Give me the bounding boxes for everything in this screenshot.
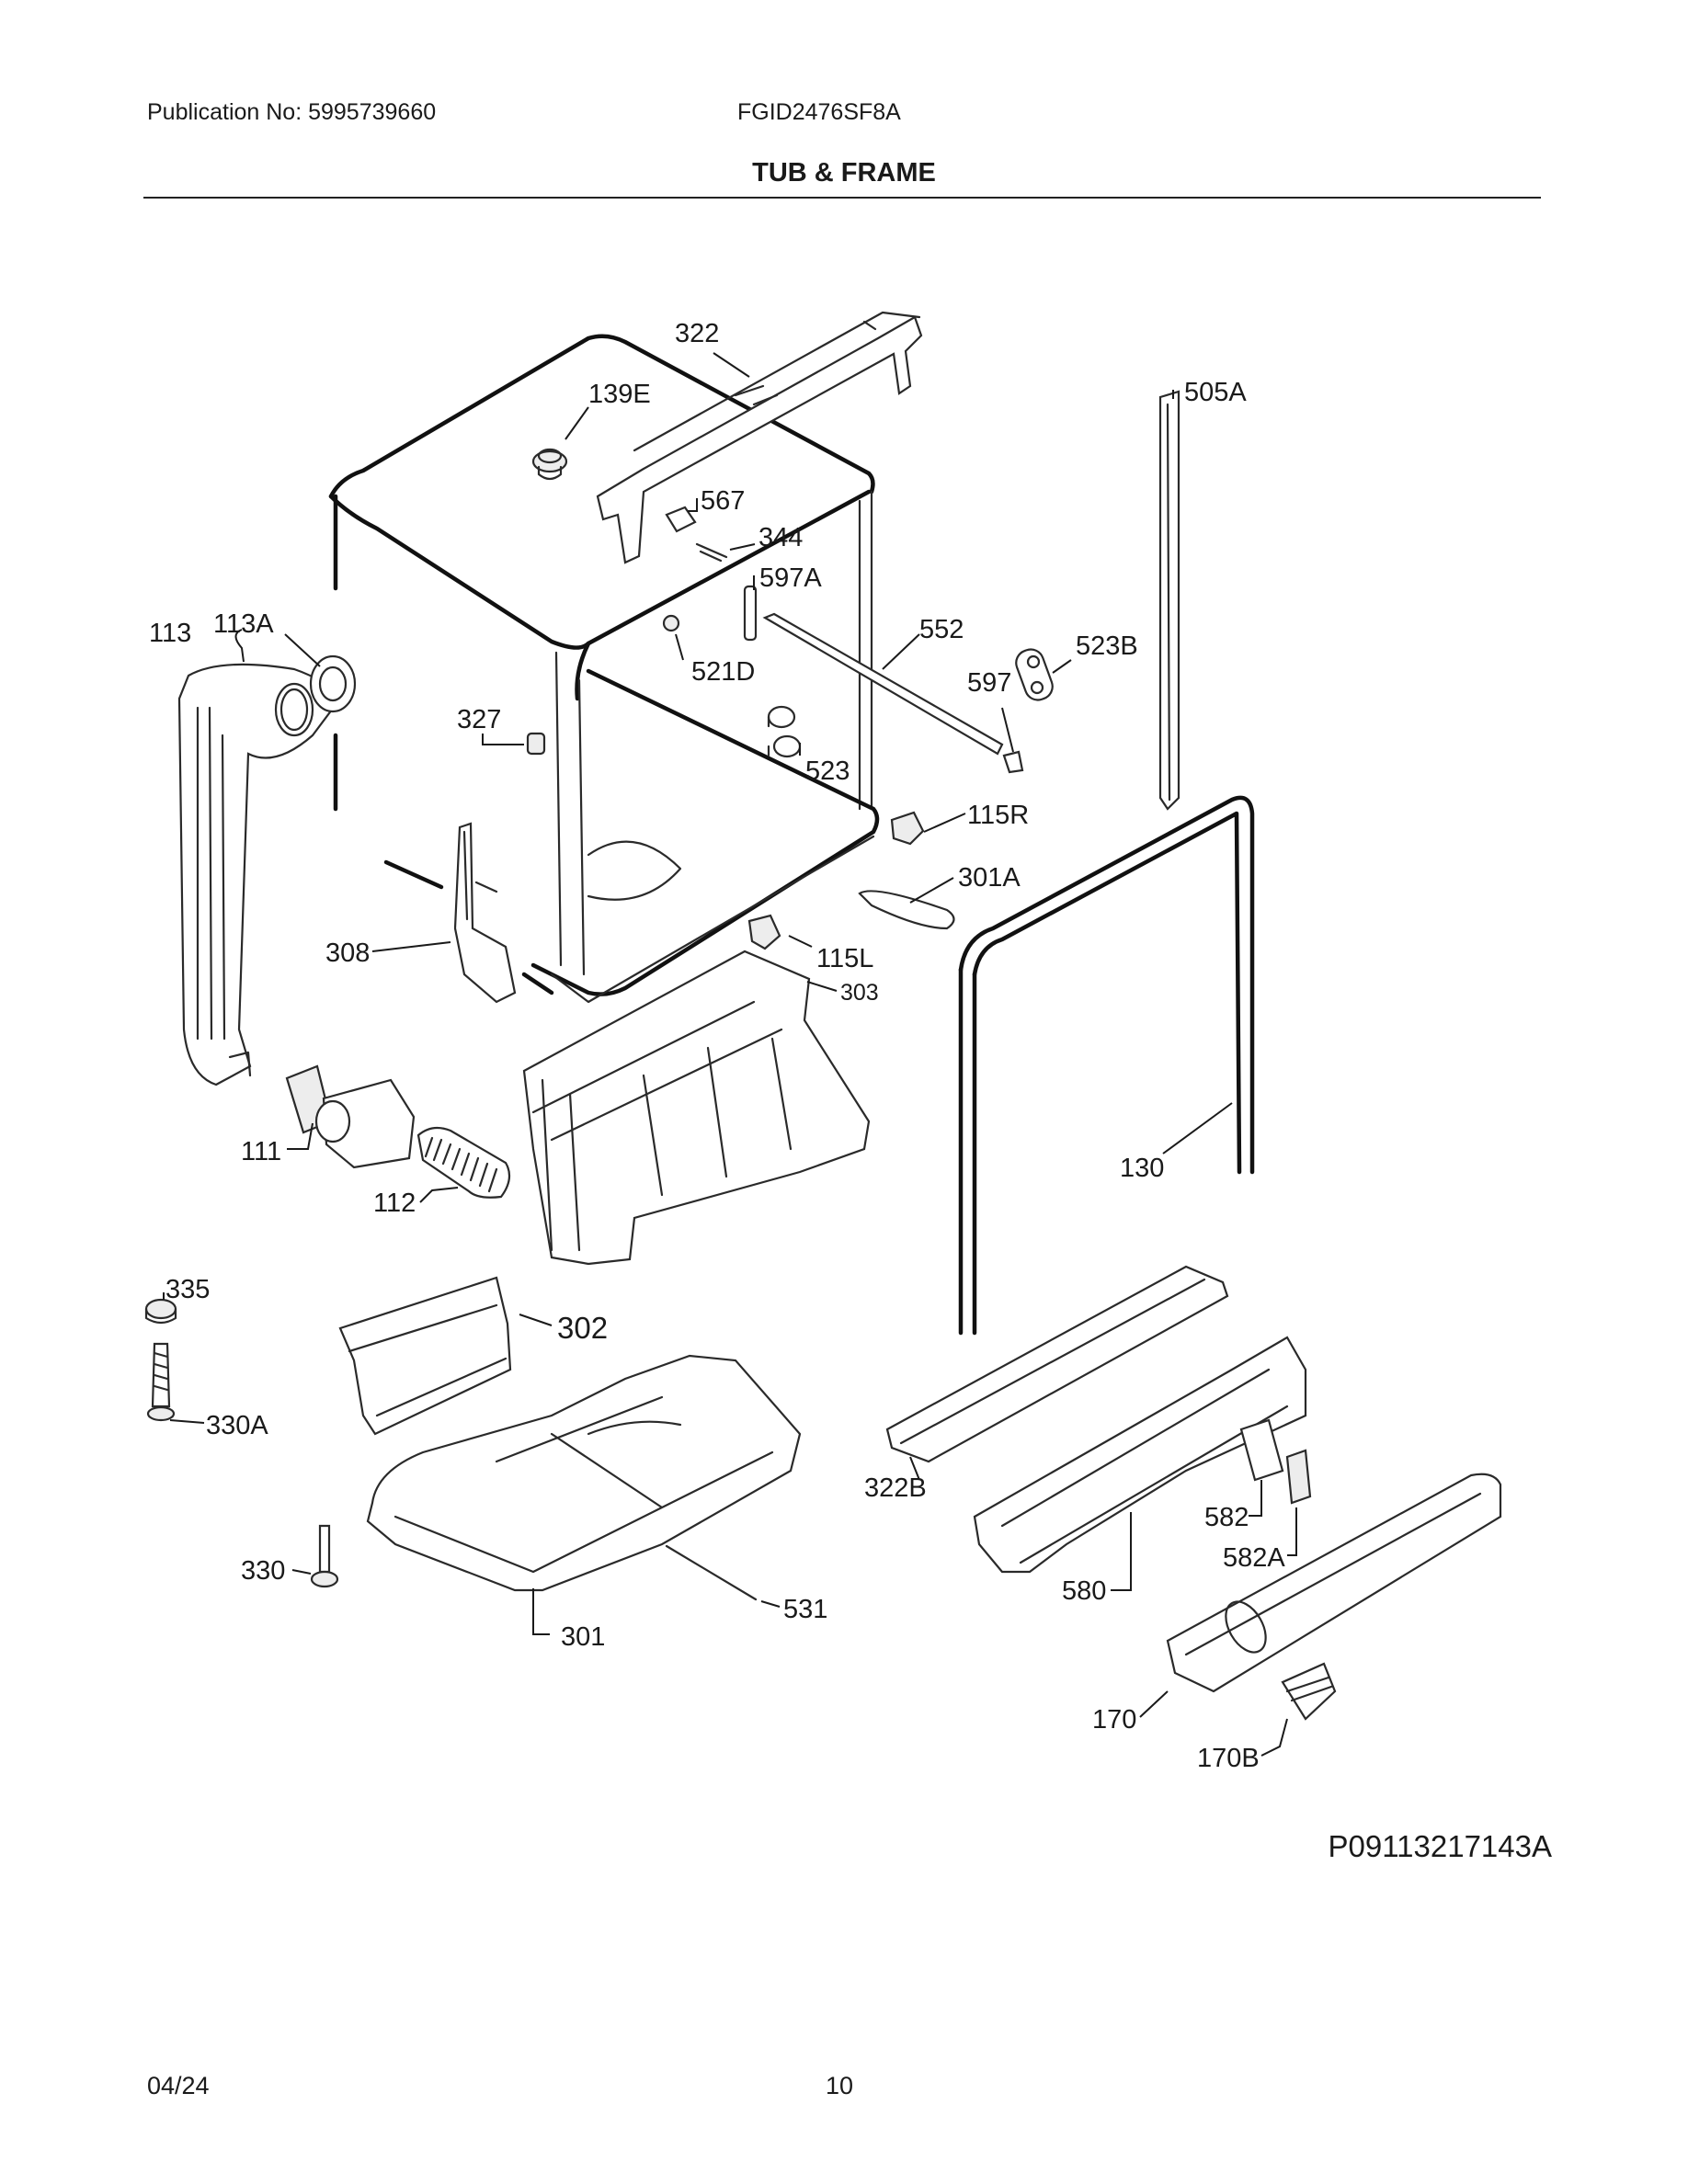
part-597A [743, 585, 758, 642]
part-327 [526, 732, 546, 756]
part-330 [310, 1524, 339, 1588]
title-divider [143, 197, 1541, 199]
callout-567: 567 [701, 486, 745, 516]
callout-139E: 139E [588, 380, 651, 409]
part-139E [531, 448, 568, 481]
callout-301: 301 [561, 1622, 605, 1652]
callout-308: 308 [325, 938, 370, 968]
part-582 [1239, 1418, 1284, 1482]
part-344 [695, 542, 728, 563]
part-523B [1015, 648, 1054, 701]
part-111 [285, 1064, 416, 1169]
callout-170: 170 [1092, 1705, 1136, 1735]
callout-322: 322 [675, 319, 719, 348]
part-521D [662, 614, 680, 632]
figure-id: P09113217143A [1328, 1829, 1552, 1863]
part-302 [338, 1276, 512, 1436]
callout-344: 344 [758, 523, 803, 552]
callout-115R: 115R [967, 801, 1029, 830]
callout-335: 335 [165, 1275, 210, 1304]
callout-303: 303 [840, 980, 879, 1006]
callout-597A: 597A [759, 563, 822, 593]
part-301A [858, 890, 955, 930]
part-597 [1002, 750, 1024, 774]
model-number: FGID2476SF8A [737, 99, 901, 125]
callout-112: 112 [373, 1189, 416, 1218]
callout-330A: 330A [206, 1411, 268, 1440]
publication-number: Publication No: 5995739660 [147, 99, 437, 125]
part-567 [665, 506, 697, 533]
callout-301A: 301A [958, 863, 1021, 893]
part-505A [1158, 390, 1180, 811]
callout-113A: 113A [213, 609, 274, 639]
callout-322B: 322B [864, 1473, 927, 1503]
part-582A [1285, 1449, 1312, 1505]
callout-582A: 582A [1223, 1543, 1285, 1573]
part-130-gasket [958, 795, 1255, 1336]
callout-523: 523 [805, 756, 850, 786]
top-frame-rail [596, 311, 923, 564]
part-112 [416, 1126, 511, 1199]
footer-date: 04/24 [147, 2072, 210, 2099]
callout-113: 113 [149, 619, 191, 648]
callout-552: 552 [919, 615, 964, 644]
part-170B [1281, 1662, 1337, 1721]
callout-115L: 115L [816, 944, 873, 973]
page-title: TUB & FRAME [752, 158, 936, 188]
part-552 [762, 612, 1004, 756]
callout-327: 327 [457, 705, 501, 734]
page-number: 10 [826, 2072, 854, 2099]
callout-523B: 523B [1076, 631, 1138, 661]
callout-521D: 521D [691, 657, 755, 687]
part-301 [366, 1354, 802, 1592]
callout-111: 111 [241, 1137, 281, 1166]
callout-330: 330 [241, 1556, 285, 1586]
callout-582: 582 [1204, 1503, 1249, 1532]
part-113A [274, 654, 357, 737]
callout-531: 531 [783, 1595, 827, 1624]
part-335 [144, 1298, 177, 1325]
callout-597: 597 [967, 668, 1011, 698]
part-170 [1166, 1473, 1502, 1693]
callout-580: 580 [1062, 1576, 1106, 1606]
part-303 [522, 950, 871, 1266]
part-322B [885, 1265, 1229, 1463]
part-113 [177, 663, 342, 1086]
part-308 [453, 822, 517, 1004]
callout-170B: 170B [1197, 1744, 1260, 1773]
callout-505A: 505A [1184, 378, 1247, 407]
part-580 [973, 1336, 1307, 1574]
part-330A [146, 1342, 176, 1422]
leader-lines [163, 352, 1297, 1757]
part-115L [747, 914, 781, 950]
callout-302: 302 [557, 1311, 608, 1345]
part-531 [665, 1544, 758, 1601]
part-523 [767, 705, 802, 758]
callout-130: 130 [1120, 1154, 1164, 1183]
tub-body [328, 334, 880, 1004]
part-115R [890, 811, 925, 846]
